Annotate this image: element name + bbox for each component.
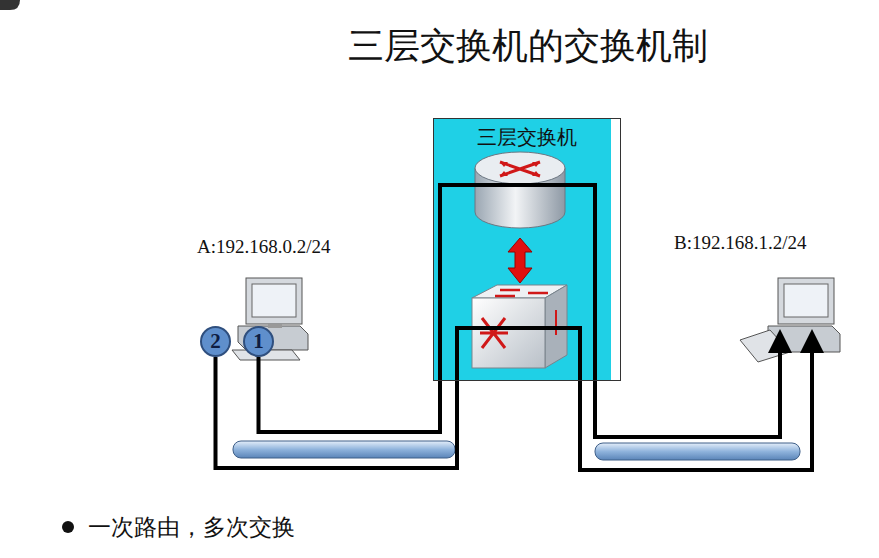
switch-box: 三层交换机 — [433, 118, 621, 381]
callout-number: 1 — [243, 326, 274, 357]
callout-number: 2 — [200, 326, 231, 357]
title: 三层交换机的交换机制 — [0, 22, 879, 71]
node-label: B:192.168.1.2/24 — [674, 232, 806, 254]
bullet — [62, 521, 74, 533]
router-icon — [475, 152, 565, 228]
host-b: B:192.168.1.2/24 — [672, 232, 862, 336]
node-label: 三层交换机 — [434, 124, 620, 151]
switch-housing — [433, 118, 611, 381]
flow-path — [259, 185, 781, 437]
corner-mark — [0, 0, 20, 10]
callout-text: 2 — [210, 331, 221, 352]
computer-icon — [232, 278, 308, 360]
cable — [233, 441, 800, 460]
link-arrow — [508, 238, 532, 283]
flow-path — [216, 328, 813, 470]
computer-icon — [740, 278, 840, 362]
node-label: A:192.168.0.2/24 — [197, 236, 331, 258]
callout-text: 1 — [253, 331, 264, 352]
note-text: 一次路由，多次交换 — [88, 512, 295, 543]
